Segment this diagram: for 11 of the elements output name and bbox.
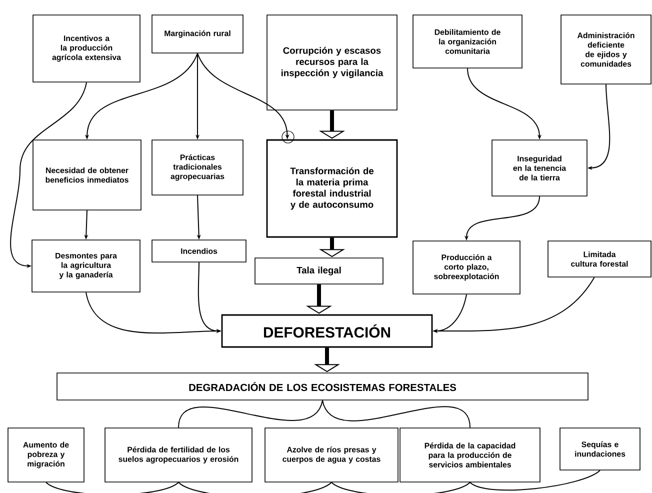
connector-line (178, 482, 332, 493)
connector-line (46, 482, 179, 493)
connector-line (331, 482, 470, 493)
process-box: Tala ilegal (254, 258, 384, 284)
connector-line (178, 400, 323, 428)
connector-line (470, 470, 600, 491)
process-box: Transformación de la materia prima forestal industrial y de autoconsumo (266, 139, 398, 238)
main-box: DEFORESTACIÓN (221, 314, 433, 348)
connector-line (322, 400, 470, 428)
cause-box: Corrupción y escasos recursos para la inspección y vigilancia (266, 14, 398, 110)
effect-band: DEGRADACIÓN DE LOS ECOSISTEMAS FORESTALES (56, 372, 588, 400)
